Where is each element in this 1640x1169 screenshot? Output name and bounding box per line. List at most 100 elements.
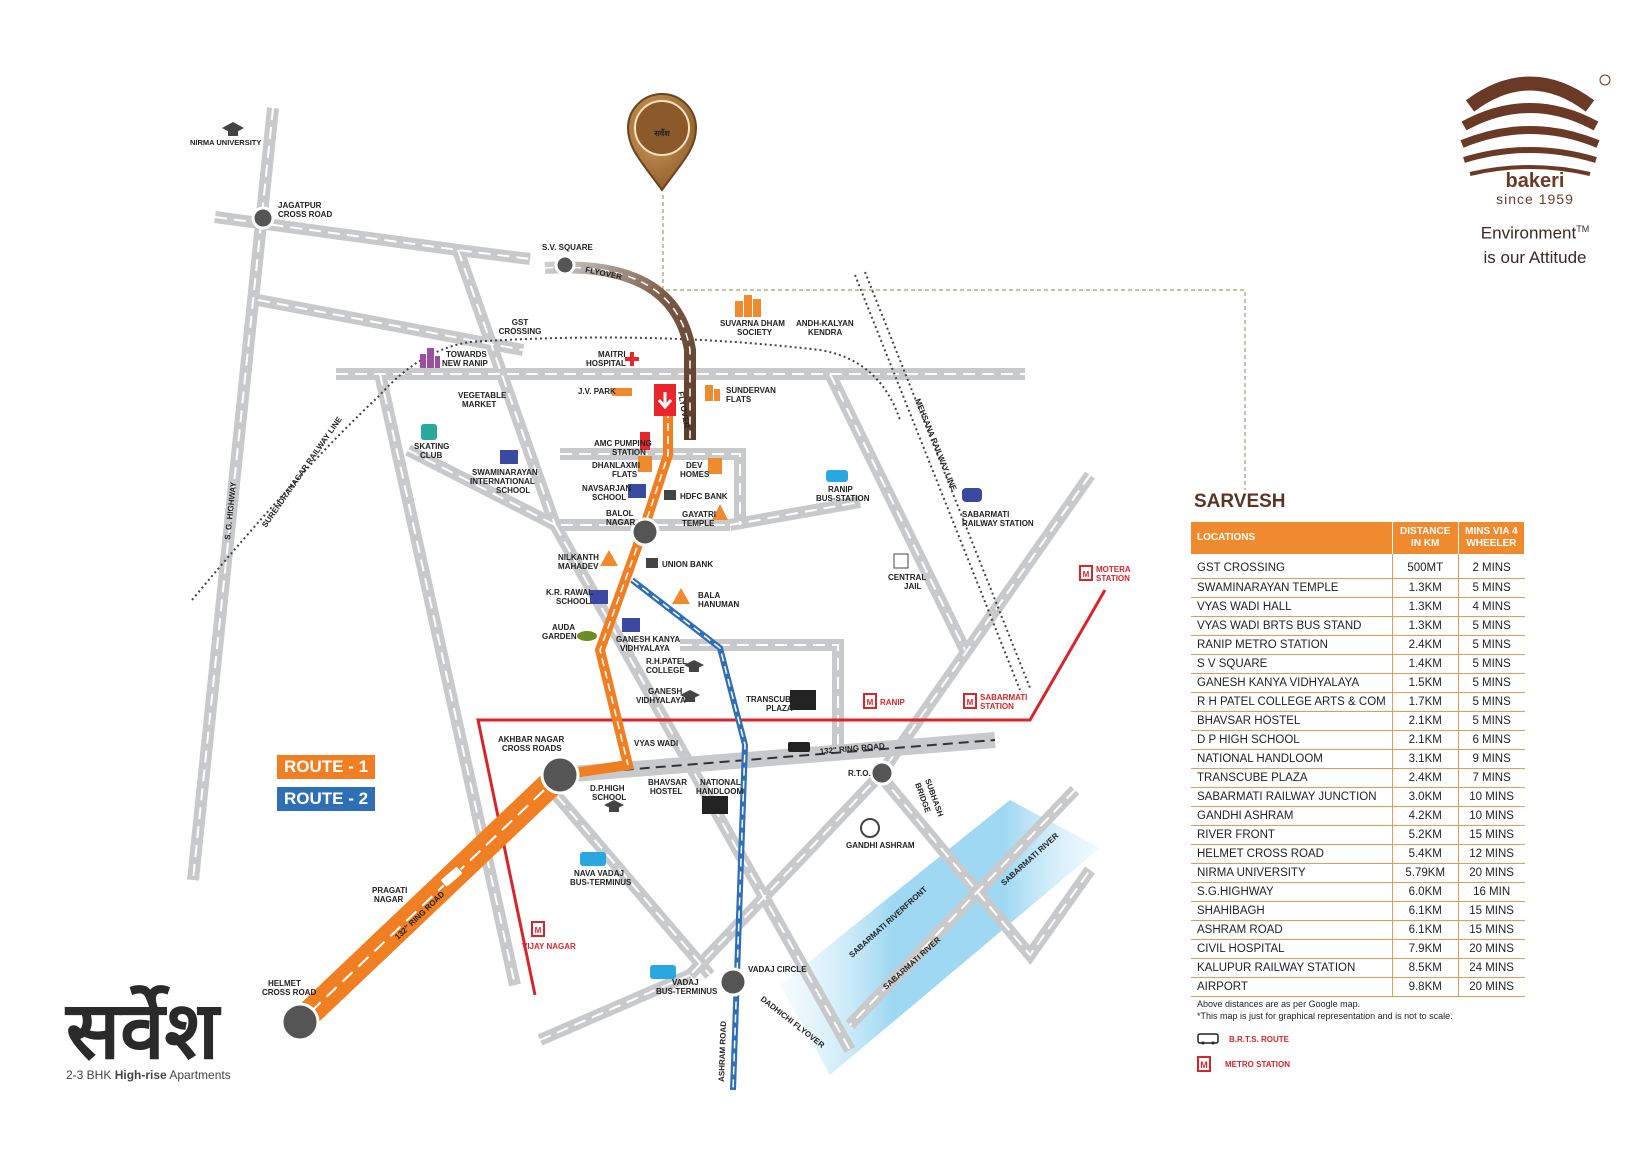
swaminarayan-school-icon [500,450,518,464]
distance-cell: 2.1KM [1392,730,1459,750]
distance-table: LOCATIONS DISTANCE IN KM MINS VIA 4 WHEE… [1191,522,1526,997]
svg-text:MAHADEV: MAHADEV [558,562,599,571]
distance-cell: 2.1KM [1392,711,1459,731]
distance-cell: 1.3KM [1392,616,1459,636]
label-gayatri: GAYATRI [682,510,716,519]
brand-name: bakeri [1505,170,1565,192]
svg-text:BUS-TERMINUS: BUS-TERMINUS [656,987,718,996]
distance-cell: 9.8KM [1392,977,1459,997]
location-cell: KALUPUR RAILWAY STATION [1191,958,1393,978]
label-rto: R.T.O. [848,769,871,778]
label-akhbar-nagar: AKHBAR NAGAR [498,735,564,744]
bakeri-logo-icon [1460,74,1611,176]
ranip-bus-icon [826,470,848,482]
route-1-badge: ROUTE - 1 [277,755,375,779]
label-union-bank: UNION BANK [662,560,713,569]
location-cell: ASHRAM ROAD [1191,920,1393,940]
location-cell: GST CROSSING [1191,554,1393,579]
svg-text:STATION: STATION [612,448,646,457]
svg-text:PLAZA: PLAZA [766,704,793,713]
svg-text:M: M [535,926,542,935]
project-pin-icon[interactable]: सर्वेश [626,93,698,192]
location-cell: SWAMINARAYAN TEMPLE [1191,578,1393,598]
dhanlaxmi-building-icon [638,456,652,472]
label-pragati-nagar: PRAGATI [372,886,407,895]
project-logo: सर्वेश 2-3 BHK High-rise Apartments [66,990,231,1082]
label-surendranagar: SURENDRANAGAR RAILWAY LINE [260,415,344,530]
svg-text:BUS-STATION: BUS-STATION [816,494,870,503]
label-vijay-nagar: VIJAY NAGAR [522,942,576,951]
distance-cell: 3.1KM [1392,749,1459,769]
location-cell: RANIP METRO STATION [1191,635,1393,655]
brand-block: bakeri since 1959 EnvironmentTM is our A… [1440,170,1630,270]
label-amc: AMC PUMPING [594,439,652,448]
vijay-nagar-metro-icon: M [531,921,545,937]
time-cell: 15 MINS [1458,920,1525,940]
ranip-metro-icon: M [863,693,877,709]
nilkanth-temple-icon [600,550,618,566]
ring-road-bus-icon [788,742,810,752]
time-cell: 7 MINS [1458,768,1525,788]
distance-cell: 1.3KM [1392,597,1459,617]
time-cell: 20 MINS [1458,863,1525,883]
location-cell: BHAVSAR HOSTEL [1191,711,1393,731]
pin-label: सर्वेश [653,128,670,138]
gayatri-temple-icon [712,504,728,520]
junction-circles [251,206,895,1042]
svg-text:HOMES: HOMES [680,470,710,479]
header-locations: LOCATIONS [1191,522,1393,554]
dphigh-school-icon [604,800,624,812]
time-cell: 10 MINS [1458,787,1525,807]
svg-text:FLATS: FLATS [726,395,752,404]
legend-brts: B.R.T.S. ROUTE [1197,1033,1289,1045]
time-cell: 5 MINS [1458,635,1525,655]
svg-text:SCHOOL: SCHOOL [592,493,626,502]
svg-text:M: M [1083,570,1090,579]
svg-text:M: M [867,698,874,707]
gandhi-ashram-icon [860,818,880,838]
svg-text:KENDRA: KENDRA [808,328,842,337]
distance-cell: 5.4KM [1392,844,1459,864]
time-cell: 15 MINS [1458,825,1525,845]
brand-tagline: EnvironmentTM is our Attitude [1480,223,1590,267]
label-andhkalyan: ANDH-KALYAN [796,319,854,328]
time-cell: 5 MINS [1458,673,1525,693]
time-cell: 24 MINS [1458,958,1525,978]
amc-pumping-icon [640,432,650,450]
location-cell: TRANSCUBE PLAZA [1191,768,1393,788]
label-swaminarayan: SWAMINARAYAN [472,468,538,477]
svg-text:COLLEGE: COLLEGE [646,666,685,675]
label-towards-ranip: TOWARDS [446,350,487,359]
svg-text:BUS-TERMINUS: BUS-TERMINUS [570,878,632,887]
location-cell: VYAS WADI HALL [1191,597,1393,617]
distance-cell: 5.79KM [1392,863,1459,883]
label-sv-square: S.V. SQUARE [542,243,593,252]
svg-text:VIDHYALAYA: VIDHYALAYA [636,696,686,705]
distance-cell: 1.4KM [1392,654,1459,674]
svg-text:CROSS ROADS: CROSS ROADS [502,744,562,753]
table-notes: Above distances are as per Google map. *… [1197,998,1453,1022]
label-sabarmati-metro: SABARMATI [980,693,1027,702]
distance-cell: 4.2KM [1392,806,1459,826]
svg-text:FLATS: FLATS [612,470,638,479]
label-auda: AUDA [552,623,575,632]
label-nirma: NIRMA UNIVERSITY [190,138,261,147]
distance-cell: 1.7KM [1392,692,1459,712]
hospital-cross-icon [625,352,639,366]
label-krrawal: K.R. RAWAL [546,588,593,597]
location-cell: R H PATEL COLLEGE ARTS & COM [1191,692,1393,712]
skating-icon [421,424,437,440]
route-2-badge: ROUTE - 2 [277,787,375,811]
